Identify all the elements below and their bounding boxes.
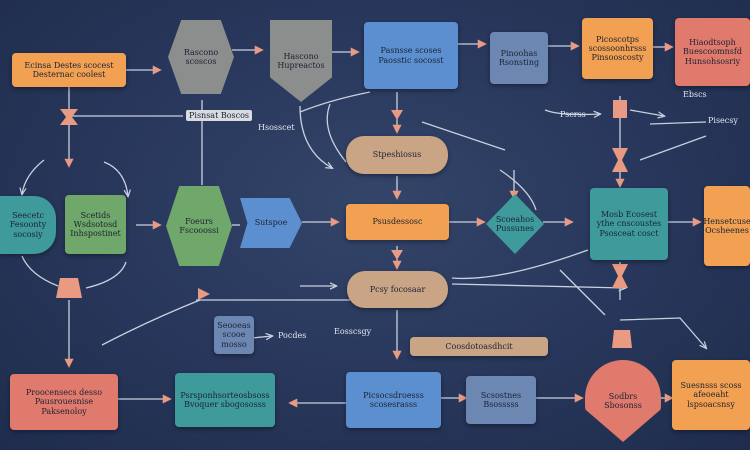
process-node[interactable]: Proocensecs desso Pausrouesnise Paksenol…	[10, 374, 118, 430]
edge-label: Pocdes	[278, 331, 307, 340]
edge-label: Pscrss	[560, 110, 586, 119]
process-node[interactable]: Seooeas scooe mosso	[214, 316, 254, 354]
process-node[interactable]: Coosdotoasdhcit	[410, 337, 548, 356]
connector	[629, 109, 664, 116]
process-node[interactable]: Stpeshiosus	[346, 136, 448, 174]
process-node[interactable]: Suesnsss scoss afeoeaht lspsoacsnsy	[672, 360, 750, 430]
process-node[interactable]: Psrsponhsorteosbsoss Bvoquer sbogososss	[175, 373, 275, 427]
connector	[639, 135, 707, 161]
connector	[22, 159, 45, 194]
connector	[103, 161, 128, 196]
connector	[544, 109, 600, 115]
edge-label: Ebscs	[683, 90, 707, 99]
junction-marker	[612, 330, 632, 348]
process-node[interactable]: Picsocsdroesss scosesrasss	[346, 372, 441, 428]
process-node[interactable]: Picoscotps scossoonhrsss Pinsooscosty	[582, 18, 653, 79]
connector	[326, 103, 347, 163]
connector	[499, 169, 537, 211]
connector	[299, 105, 332, 168]
connector	[421, 121, 506, 151]
decision-node[interactable]: Rascono scoscos	[168, 20, 234, 94]
process-node[interactable]: Pinoohas Rsonsting	[490, 32, 548, 84]
decision-node[interactable]: Foeurs Fscooossi	[166, 186, 232, 266]
process-node[interactable]: Scetids Wsdsotosd Inhspostinet	[65, 195, 126, 254]
connector	[451, 249, 589, 280]
junction-marker	[391, 250, 403, 260]
connector	[85, 261, 127, 289]
process-node[interactable]: Hensetcuse Ocsheenes	[703, 186, 750, 266]
junction-marker	[612, 264, 628, 288]
process-node[interactable]: Pcsy focosaar	[347, 271, 448, 308]
connector	[649, 121, 707, 125]
junction-marker	[56, 278, 82, 298]
connector	[299, 91, 371, 113]
process-node[interactable]: Psusdessosc	[346, 204, 449, 240]
process-node[interactable]: Seecetc Fesoonty socosiy	[0, 196, 56, 254]
edge-label: Eosscsgy	[334, 327, 372, 336]
process-node[interactable]: Scsostnes Bsosssss	[466, 376, 536, 424]
edge-label: Hsosscet	[258, 123, 295, 132]
connector	[451, 283, 625, 288]
junction-marker	[60, 109, 78, 125]
junction-marker	[391, 110, 403, 120]
connector	[251, 336, 272, 338]
connector	[21, 255, 59, 287]
connector	[619, 317, 706, 348]
junction-marker	[198, 288, 210, 300]
connector	[101, 299, 201, 346]
edge-label: Pisnsat Boscos	[186, 110, 253, 121]
process-node[interactable]: Ecinsa Destes scocest Desternac coolest	[12, 53, 126, 87]
process-node[interactable]: Sutspoe	[240, 198, 302, 248]
process-node[interactable]: Mosb Ecosest ythe cnscoustes Psosceat co…	[590, 188, 668, 260]
junction-marker	[612, 148, 628, 172]
junction-marker	[613, 100, 627, 118]
process-node[interactable]: Hiaodtsoph Buescoomnsfd Hunsohsosriy	[675, 18, 750, 86]
process-node[interactable]: Pasnsse scoses Paosstic socosst	[364, 22, 458, 89]
connector	[559, 269, 606, 316]
edge-label: Pisecsy	[708, 116, 738, 125]
